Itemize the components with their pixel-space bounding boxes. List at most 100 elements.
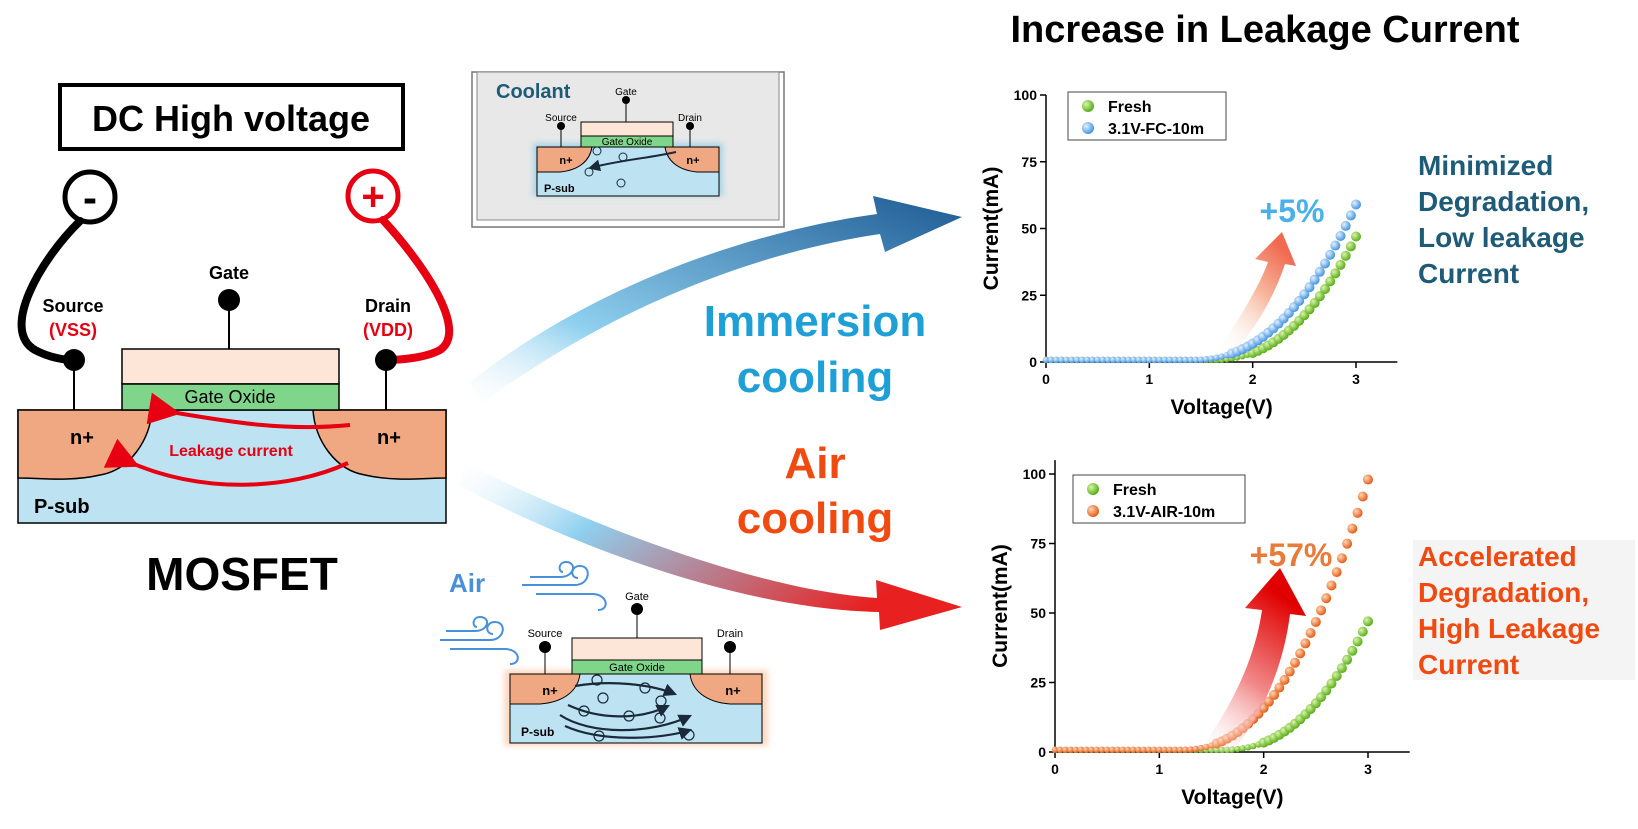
data-point	[1300, 638, 1311, 649]
bottom-note-line3: High Leakage	[1418, 613, 1600, 644]
data-point	[1192, 745, 1200, 753]
leakage-arrow-lower	[103, 438, 349, 487]
legend-marker	[1082, 100, 1094, 112]
data-point	[1098, 746, 1106, 753]
x-tick-label: 0	[1042, 371, 1050, 387]
air-oxide-label: Gate Oxide	[609, 662, 665, 674]
coolant-drain-label: Drain	[678, 113, 702, 124]
data-point	[1335, 259, 1346, 270]
data-point	[1345, 241, 1356, 252]
x-tick-label: 0	[1051, 761, 1059, 777]
y-tick-label: 75	[1030, 536, 1046, 552]
y-axis-label: Current(mA)	[989, 544, 1012, 668]
data-point	[1125, 356, 1132, 364]
plus-sign: +	[361, 175, 384, 219]
data-point	[1166, 746, 1173, 753]
bottom-note-line4: Current	[1418, 649, 1519, 680]
data-point	[1325, 276, 1336, 287]
data-point	[1120, 356, 1127, 364]
coolant-gate-label: Gate	[615, 87, 637, 98]
data-point	[1047, 356, 1055, 364]
data-point	[1067, 746, 1074, 753]
data-point	[1073, 356, 1081, 364]
data-point	[1146, 356, 1153, 364]
gate-oxide-label: Gate Oxide	[184, 387, 275, 407]
air-psub: P-sub	[521, 725, 554, 739]
data-point	[1320, 258, 1330, 269]
immersion-arrow	[470, 196, 962, 405]
air-nplus-right: n+	[725, 683, 741, 698]
data-point	[1289, 657, 1300, 668]
annotation-top: +5%	[1260, 193, 1325, 229]
data-point	[1187, 356, 1194, 364]
x-tick-label: 1	[1145, 371, 1153, 387]
data-point	[1357, 491, 1368, 502]
data-point	[1187, 746, 1194, 753]
coolant-psub: P-sub	[544, 183, 575, 195]
data-point	[1084, 356, 1091, 364]
x-tick-label: 3	[1352, 371, 1360, 387]
data-point	[1103, 746, 1111, 753]
gate-label: Gate	[209, 263, 249, 283]
legend	[1072, 474, 1246, 524]
vdd-label: (VDD)	[363, 320, 413, 340]
data-point	[1135, 356, 1143, 364]
data-point	[1218, 353, 1225, 360]
air-source-label: Source	[528, 628, 563, 640]
data-point	[1177, 356, 1184, 364]
data-point	[1145, 746, 1153, 753]
bottom-note-line2: Degradation,	[1418, 577, 1589, 608]
data-point	[1062, 746, 1069, 753]
data-point	[1063, 356, 1070, 364]
legend-marker	[1082, 122, 1094, 134]
coolant-source-label: Source	[545, 113, 577, 124]
data-point	[1109, 746, 1116, 753]
mosfet-title: MOSFET	[146, 548, 338, 600]
data-point	[1094, 356, 1101, 364]
data-point	[1213, 354, 1220, 361]
y-tick-label: 0	[1029, 354, 1037, 370]
legend-label: Fresh	[1113, 482, 1157, 499]
legend-marker	[1087, 505, 1099, 517]
leakage-arrow-upper	[146, 392, 351, 430]
y-tick-label: 25	[1021, 287, 1037, 303]
data-point	[1352, 507, 1363, 518]
psub-label: P-sub	[34, 496, 90, 518]
data-point	[1130, 746, 1137, 753]
data-point	[1269, 689, 1280, 700]
x-tick-label: 3	[1364, 761, 1372, 777]
data-point	[1042, 356, 1050, 364]
headline: Increase in Leakage Current	[1011, 9, 1520, 51]
minus-sign: -	[83, 174, 97, 221]
data-point	[1114, 746, 1121, 753]
data-point	[1326, 678, 1337, 689]
data-point	[1347, 523, 1358, 534]
x-tick-label: 2	[1249, 371, 1257, 387]
data-point	[1234, 745, 1241, 753]
data-point	[1352, 636, 1363, 647]
data-point	[1336, 663, 1347, 674]
data-point	[1053, 356, 1060, 364]
data-point	[1314, 291, 1325, 302]
legend-label: Fresh	[1108, 99, 1152, 116]
data-point	[1109, 356, 1117, 364]
data-point	[1151, 356, 1158, 364]
data-point	[1351, 199, 1361, 210]
data-point	[1161, 356, 1169, 364]
data-point	[1345, 210, 1356, 221]
growth-arrow-bottom-icon	[1197, 568, 1306, 754]
data-point	[1104, 356, 1112, 364]
data-point	[1124, 746, 1132, 753]
legend-label: 3.1V-FC-10m	[1108, 121, 1204, 138]
data-point	[1335, 230, 1346, 241]
data-point	[1244, 744, 1252, 751]
top-note-line2: Degradation,	[1418, 186, 1589, 217]
data-point	[1077, 746, 1085, 753]
data-point	[1140, 356, 1148, 364]
data-point	[1068, 356, 1076, 364]
data-point	[1299, 289, 1310, 300]
air-arrow	[458, 463, 962, 630]
legend-marker	[1087, 483, 1099, 495]
immersion-line1: Immersion	[704, 297, 927, 346]
data-point	[1088, 746, 1095, 753]
